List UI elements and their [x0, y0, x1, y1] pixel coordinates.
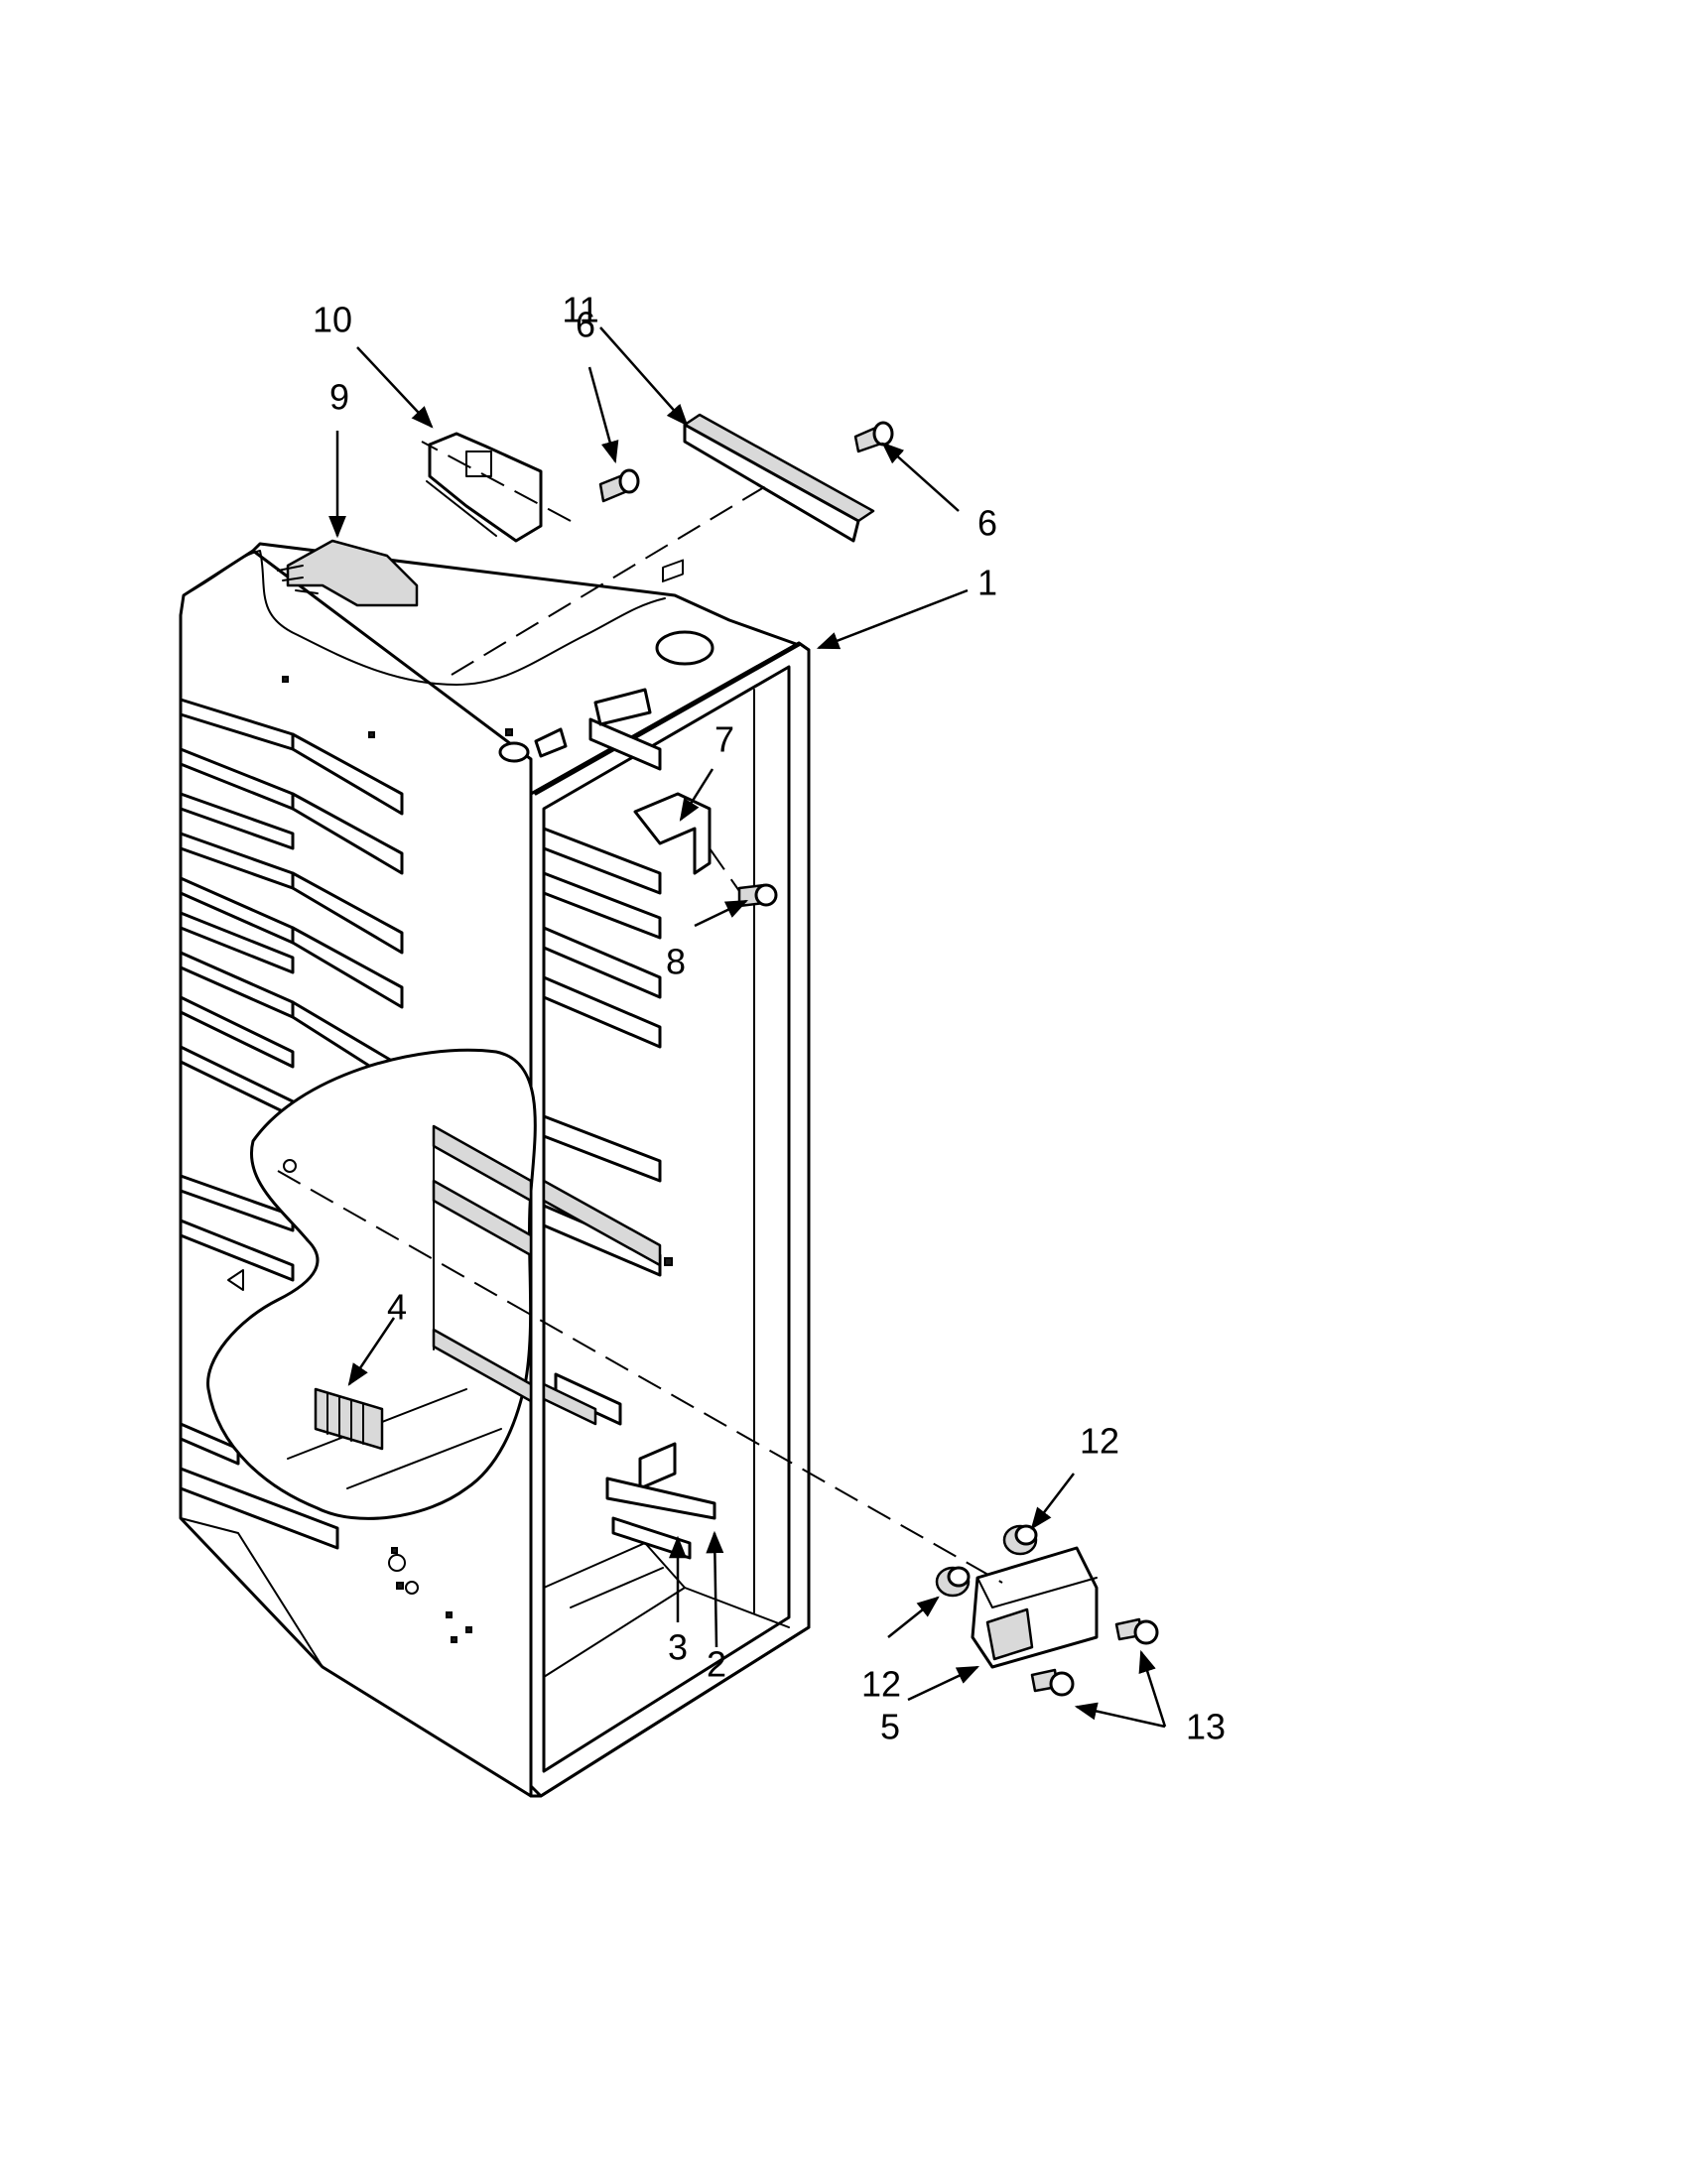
- part-label-3: 3: [668, 1627, 688, 1668]
- part-label-7: 7: [714, 719, 734, 760]
- part-9-control-housing: [277, 539, 419, 607]
- part-label-12-upper: 12: [1080, 1421, 1119, 1462]
- part-label-2: 2: [707, 1644, 726, 1685]
- part-label-1: 1: [977, 563, 997, 603]
- part-12-cap-lower: [935, 1566, 971, 1598]
- part-label-5: 5: [880, 1707, 900, 1747]
- part-label-10: 10: [313, 300, 352, 340]
- part-12-cap-upper: [1002, 1524, 1038, 1556]
- part-label-11: 11: [562, 290, 598, 330]
- part-6-screw-left: [598, 468, 640, 503]
- part-4-vent-grille: [314, 1387, 384, 1451]
- part-label-6-top: 6: [576, 305, 595, 345]
- part-13-screw-upper: [1114, 1617, 1159, 1645]
- part-10-cover: [426, 432, 543, 543]
- part-5-housing: [971, 1546, 1099, 1669]
- part-13-screw-lower: [1030, 1668, 1075, 1697]
- part-label-9: 9: [329, 377, 349, 418]
- leader-lines: [328, 326, 1167, 1729]
- part-label-8: 8: [666, 942, 686, 982]
- part-label-4: 4: [387, 1287, 407, 1328]
- part-label-12-lower: 12: [861, 1664, 901, 1705]
- part-label-6-right: 6: [977, 503, 997, 544]
- part-label-13: 13: [1186, 1707, 1226, 1747]
- part-number-labels: 1 2 3 4 5 6 6 7 8 9 10 11 12 12 13: [313, 290, 1226, 1747]
- left-wall-shelf-ribs: [179, 698, 404, 1550]
- liner-cabinet: [179, 542, 811, 1798]
- assembly-lines: [277, 441, 1003, 1584]
- part-11-rail: [683, 413, 875, 543]
